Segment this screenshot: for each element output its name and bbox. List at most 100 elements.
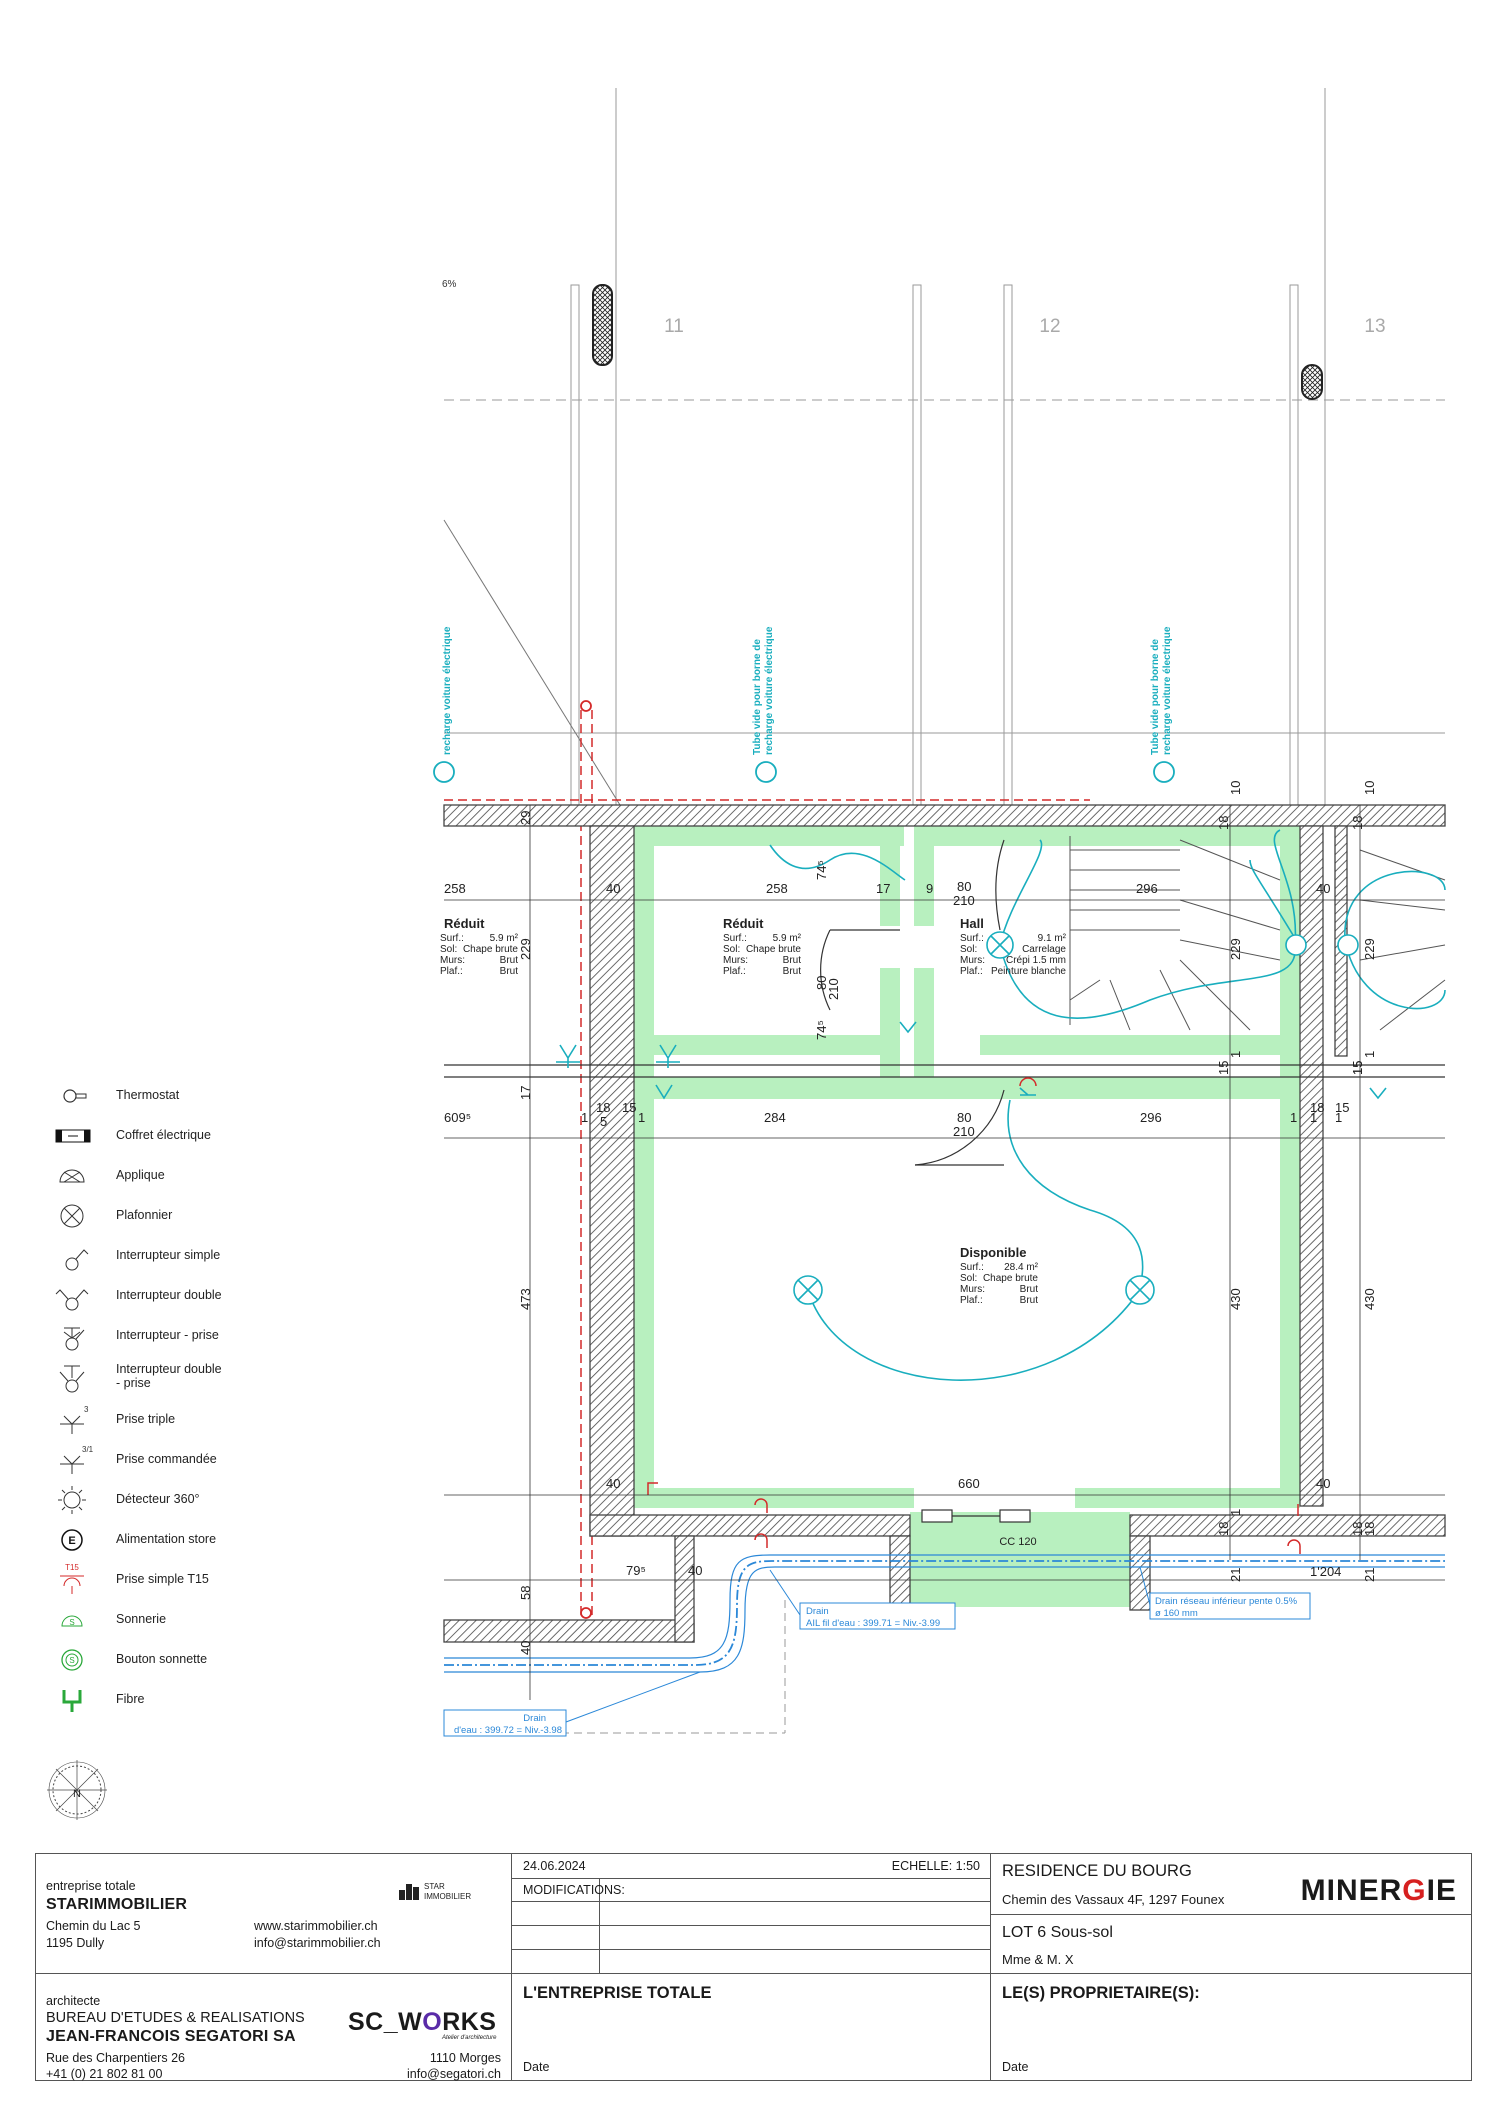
conduit-note: recharge voiture électrique	[442, 626, 453, 755]
project-name: RESIDENCE DU BOURG	[1002, 1862, 1192, 1880]
architect-phone: +41 (0) 21 802 81 00	[46, 2067, 163, 2081]
svg-text:15: 15	[622, 1100, 636, 1115]
svg-text:473: 473	[518, 1288, 533, 1310]
svg-text:258: 258	[766, 881, 788, 896]
svg-text:Murs:: Murs:	[960, 1284, 985, 1295]
electrical-box-icon	[55, 1129, 91, 1143]
svg-text:296: 296	[1140, 1110, 1162, 1125]
architect-name: JEAN-FRANCOIS SEGATORI SA	[46, 2028, 296, 2045]
svg-text:80: 80	[814, 976, 829, 990]
legend-item: Applique	[40, 1158, 280, 1194]
svg-text:Murs:: Murs:	[723, 955, 748, 966]
pipe-marker-icon	[580, 1607, 592, 1619]
motion-detector-icon	[58, 1486, 86, 1514]
svg-text:17: 17	[876, 881, 890, 896]
svg-text:Réduit: Réduit	[444, 916, 485, 931]
architect-city: 1110 Morges	[429, 2051, 501, 2065]
double-switch-socket-icon	[59, 1365, 85, 1393]
legend-item: Interrupteur double- prise	[40, 1358, 280, 1402]
window-cc120	[921, 1509, 1031, 1523]
architect-role: architecte	[46, 1994, 101, 2008]
ceiling-light-icon	[60, 1204, 84, 1228]
svg-text:210: 210	[826, 978, 841, 1000]
thermostat-icon	[63, 1089, 87, 1103]
svg-text:S: S	[69, 1656, 74, 1665]
grid-axis-label: 12	[1039, 316, 1060, 337]
svg-text:Chape brute: Chape brute	[746, 944, 801, 955]
svg-text:1: 1	[638, 1110, 645, 1125]
svg-text:430: 430	[1228, 1288, 1243, 1310]
svg-text:10: 10	[1362, 781, 1377, 795]
dimension-texts: 10 10 29 18 18 258 40 258 17 9 80 210 29…	[444, 781, 1377, 1655]
svg-text:210: 210	[953, 1124, 975, 1139]
svg-text:40: 40	[1316, 881, 1330, 896]
legend-item: Interrupteur - prise	[40, 1318, 280, 1354]
contractor-logo: STAR IMMOBILIER	[399, 1878, 499, 1907]
wall-light-icon	[1337, 934, 1359, 956]
svg-text:1: 1	[1310, 1110, 1317, 1125]
svg-text:40: 40	[606, 881, 620, 896]
svg-text:1: 1	[1228, 1509, 1243, 1516]
scale: ECHELLE: 1:50	[891, 1859, 980, 1873]
contractor-name: STARIMMOBILIER	[46, 1896, 188, 1913]
svg-text:Chape brute: Chape brute	[463, 944, 518, 955]
date-label: Date	[523, 2060, 550, 2074]
svg-text:1: 1	[1335, 1110, 1342, 1125]
svg-text:Plaf.:: Plaf.:	[723, 966, 746, 977]
svg-text:Hall: Hall	[960, 916, 984, 931]
room-label-hall: Hall Surf.: 9.1 m² Sol: Carrelage Murs: …	[960, 916, 1067, 977]
svg-text:Brut: Brut	[500, 966, 519, 977]
star-immobilier-logo: STAR IMMOBILIER	[399, 1882, 471, 1901]
contractor-address: Chemin du Lac 5	[46, 1919, 141, 1933]
svg-text:10: 10	[1228, 781, 1243, 795]
sc-works-logo: SC_WORKS Atelier d'architecture	[348, 2008, 497, 2041]
ceiling-light-icon	[986, 931, 1014, 959]
svg-text:229: 229	[518, 938, 533, 960]
contractor-email: info@starimmobilier.ch	[254, 1936, 381, 1950]
legend-item: 3 Prise triple	[40, 1402, 280, 1438]
fiber-icon	[62, 1690, 82, 1712]
svg-text:58: 58	[518, 1586, 533, 1600]
svg-text:Surf.:: Surf.:	[960, 1262, 984, 1273]
svg-text:Crépi 1.5 mm: Crépi 1.5 mm	[1006, 955, 1066, 966]
svg-text:T15: T15	[65, 1563, 79, 1572]
svg-text:18: 18	[1310, 1100, 1324, 1115]
grid-axis-label: 11	[664, 316, 684, 337]
svg-text:1: 1	[581, 1110, 588, 1125]
svg-text:18: 18	[1216, 816, 1231, 830]
legend-item: S Bouton sonnette	[40, 1642, 280, 1678]
socket-t15-icon	[647, 1482, 658, 1495]
svg-text:258: 258	[444, 881, 466, 896]
svg-text:Brut: Brut	[783, 966, 802, 977]
svg-text:Sol:: Sol:	[960, 1273, 977, 1284]
triple-socket-icon: 3	[60, 1405, 89, 1434]
svg-text:9: 9	[926, 881, 933, 896]
legend-item: Plafonnier	[40, 1198, 280, 1234]
svg-text:Surf.:: Surf.:	[440, 933, 464, 944]
doors	[820, 839, 1005, 1166]
bell-icon: S	[61, 1615, 83, 1627]
owner-name: Mme & M. X	[1002, 1952, 1074, 1967]
svg-text:18: 18	[1350, 1522, 1365, 1536]
svg-text:Peinture blanche: Peinture blanche	[991, 966, 1066, 977]
svg-text:40: 40	[518, 1641, 533, 1655]
grid-axis-label: 13	[1364, 316, 1385, 337]
svg-text:284: 284	[764, 1110, 786, 1125]
conduit-note: Tube vide pour borne de	[1150, 639, 1161, 755]
svg-text:79⁵: 79⁵	[626, 1563, 646, 1578]
column-cross-section	[1301, 364, 1323, 400]
drain-label: Drain	[523, 1713, 546, 1724]
socket-t15-icon	[1019, 1077, 1037, 1087]
title-block: entreprise totale STARIMMOBILIER Chemin …	[35, 1853, 1472, 2081]
svg-text:1: 1	[1362, 1051, 1377, 1058]
svg-text:17: 17	[518, 1086, 533, 1100]
ev-conduit-icon	[755, 761, 777, 783]
svg-text:3: 3	[84, 1405, 89, 1414]
legend-item: Interrupteur double	[40, 1278, 280, 1314]
dimension-lines	[444, 805, 1445, 1700]
svg-text:18: 18	[596, 1100, 610, 1115]
svg-text:296: 296	[1136, 881, 1158, 896]
single-switch-icon	[65, 1249, 89, 1271]
svg-text:80: 80	[957, 1110, 971, 1125]
legend-label: - prise	[116, 1376, 151, 1390]
